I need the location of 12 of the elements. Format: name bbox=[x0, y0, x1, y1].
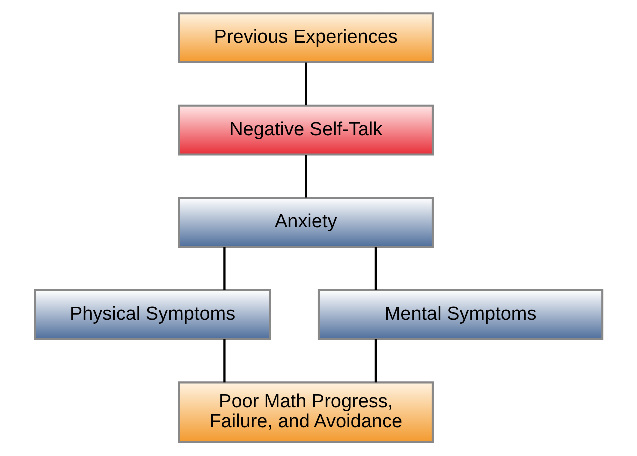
connector bbox=[223, 340, 226, 383]
connector bbox=[304, 155, 307, 198]
connector bbox=[223, 247, 226, 290]
node-box: Previous Experiences bbox=[178, 12, 434, 64]
node-box: Negative Self-Talk bbox=[178, 104, 434, 156]
connector bbox=[304, 62, 307, 106]
node-box: Mental Symptoms bbox=[317, 289, 604, 340]
node-box: Poor Math Progress, Failure, and Avoidance bbox=[178, 382, 434, 444]
connector bbox=[374, 247, 377, 290]
connector bbox=[374, 340, 377, 383]
node-box: Physical Symptoms bbox=[34, 289, 271, 340]
node-box: Anxiety bbox=[178, 197, 434, 248]
